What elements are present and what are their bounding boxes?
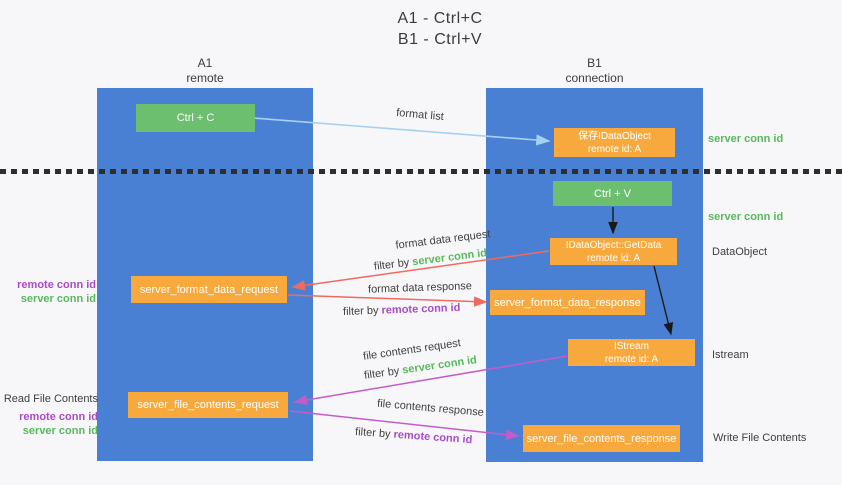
arrow-format-list [252,117,551,146]
node-save-dataobject-line2: remote id: A [587,143,642,155]
arrow-format-data-response [287,294,488,307]
page-title: A1 - Ctrl+C B1 - Ctrl+V [19,8,842,50]
side-label-server-conn-id-2: server conn id [22,425,98,437]
node-server-format-data-request-label: server_format_data_request [139,283,279,296]
lane-b1-role: connection [565,71,624,85]
lane-a1-name: A1 [197,56,213,70]
side-label-remote-conn-id-2: remote conn id [19,411,98,423]
node-istream: IStream remote id: A [568,339,695,366]
side-label-server-conn-id-1: server conn id [20,293,96,305]
node-server-file-contents-request: server_file_contents_request [128,392,288,418]
side-label-istream: Istream [712,349,749,361]
lane-a1-role: remote [186,71,224,85]
node-server-file-contents-response: server_file_contents_response [523,425,680,452]
arrow-format-data-request [291,250,550,291]
node-istream-line1: IStream [613,340,649,352]
lane-b1-name: B1 [587,56,602,70]
node-server-format-data-response: server_format_data_response [490,290,645,315]
side-label-write-file-contents: Write File Contents [713,432,807,444]
title-line-1: A1 - Ctrl+C [397,10,483,27]
node-ctrl-c: Ctrl + C [136,104,255,132]
node-server-format-data-request: server_format_data_request [131,276,287,303]
arrow-getdata-to-istream [653,265,674,336]
arrow-file-contents-request [293,355,568,406]
node-save-dataobject-line1: 保存IDataObject [578,130,651,142]
node-getdata-line2: remote id: A [586,252,641,264]
node-getdata-line1: IDataObject::GetData [565,239,662,251]
arrow-file-contents-response [289,410,520,440]
title-line-2: B1 - Ctrl+V [397,31,483,48]
node-ctrl-v: Ctrl + V [553,181,672,206]
node-save-dataobject: 保存IDataObject remote id: A [554,128,675,157]
node-istream-line2: remote id: A [604,353,659,365]
lane-header-a1: A1 remote [97,56,313,86]
side-label-remote-conn-id-1: remote conn id [17,279,96,291]
node-ctrl-c-label: Ctrl + C [176,112,215,124]
node-getdata: IDataObject::GetData remote id: A [550,238,677,265]
node-server-file-contents-response-label: server_file_contents_response [526,432,677,445]
side-label-server-conn-id-mid: server conn id [708,211,784,223]
node-server-file-contents-request-label: server_file_contents_request [137,399,279,411]
dashed-separator-line [0,169,842,174]
side-label-read-file-contents: Read File Contents [3,393,98,405]
side-label-server-conn-id-top: server conn id [708,133,784,145]
node-server-format-data-response-label: server_format_data_response [494,296,641,309]
side-label-dataobject: DataObject [712,246,768,258]
node-ctrl-v-label: Ctrl + V [594,187,631,200]
lane-header-b1: B1 connection [486,56,703,86]
